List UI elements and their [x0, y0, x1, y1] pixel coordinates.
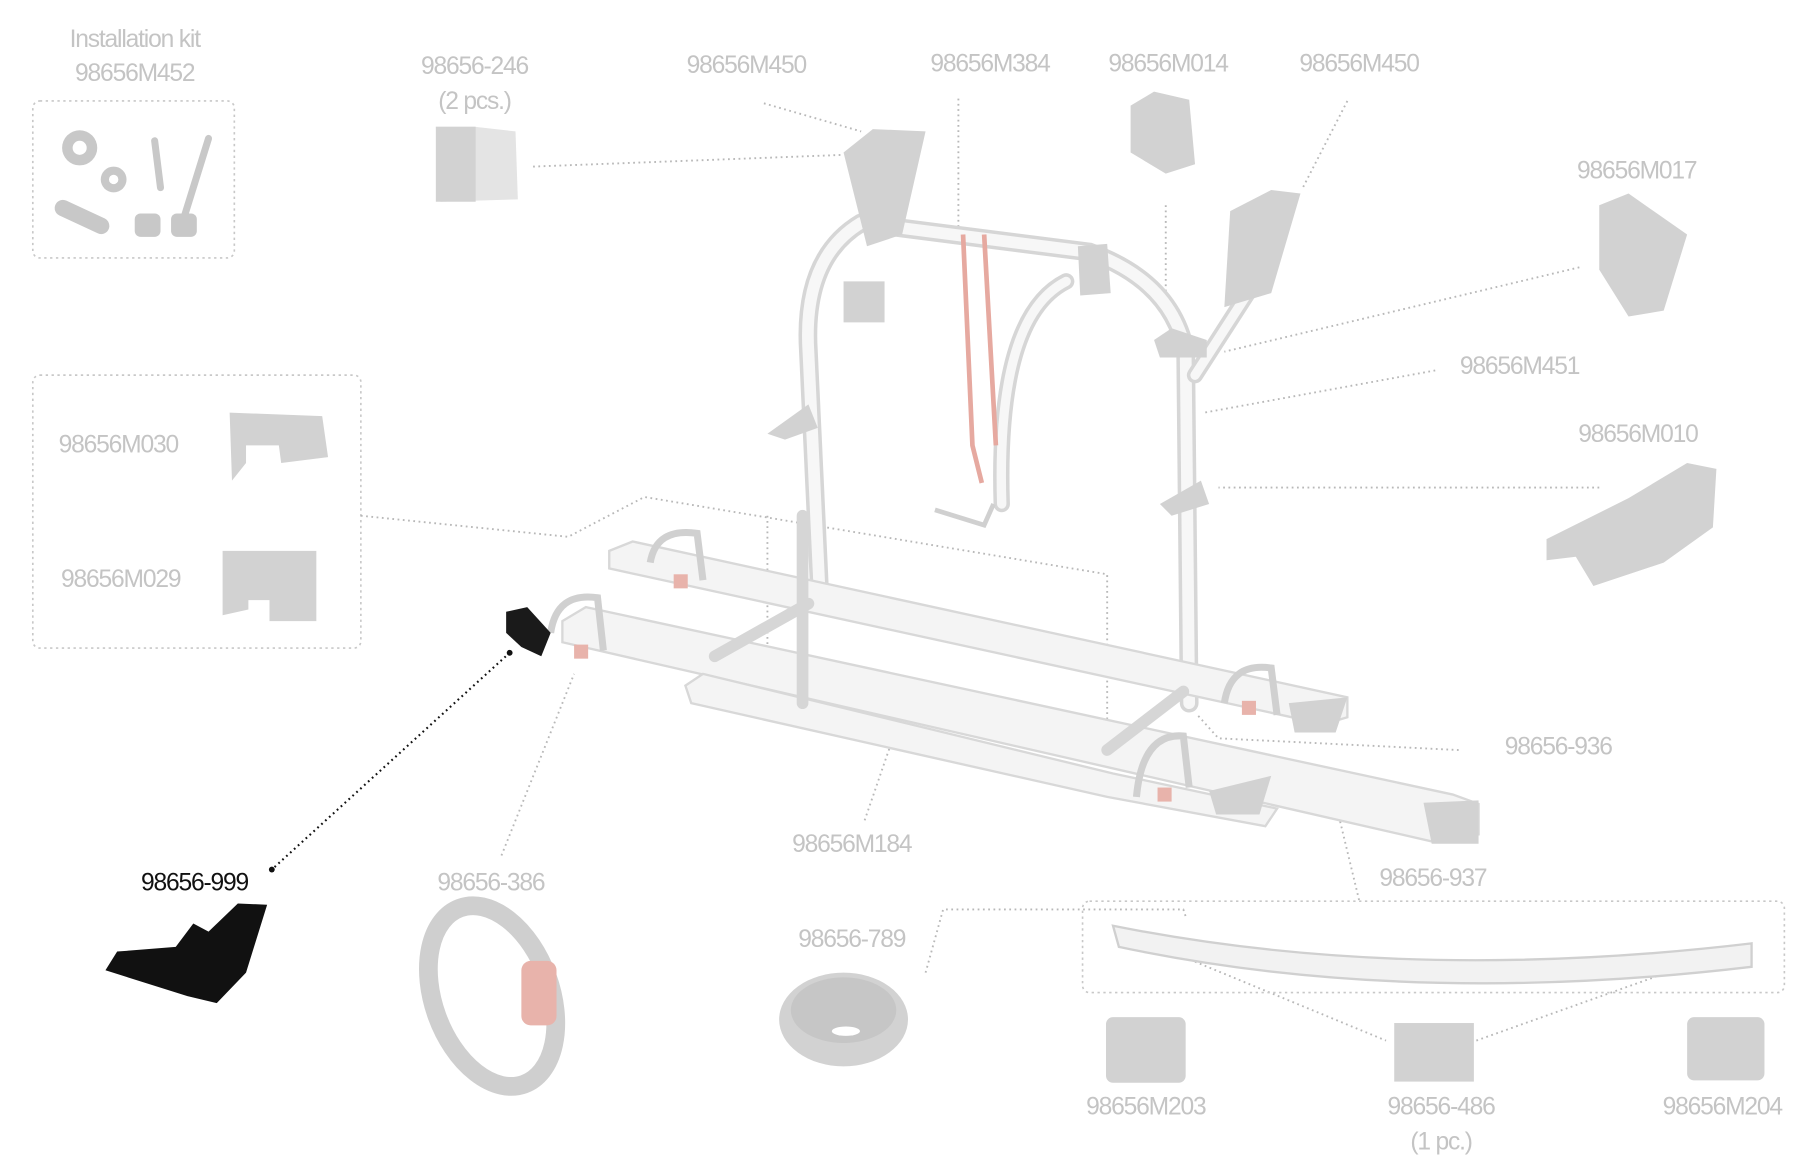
part-98656M030[interactable]: [229, 412, 329, 481]
label-98656M017[interactable]: 98656M017: [1577, 157, 1698, 184]
kit-code-label[interactable]: 98656M452: [75, 60, 196, 87]
part-98656M184: [683, 672, 1279, 828]
part-98656M450-left[interactable]: [843, 129, 926, 247]
label-98656M384[interactable]: 98656M384: [930, 51, 1051, 78]
label-98656-937[interactable]: 98656-937: [1379, 865, 1488, 892]
part-98656M203[interactable]: [1106, 1017, 1186, 1083]
label-98656-936[interactable]: 98656-936: [1505, 734, 1614, 761]
label-98656M010[interactable]: 98656M010: [1578, 421, 1699, 448]
rail-upper: [608, 540, 1349, 726]
label-98656M014[interactable]: 98656M014: [1108, 51, 1229, 78]
kit-title-label: Installation kit: [70, 26, 202, 53]
part-98656M017[interactable]: [1599, 193, 1688, 317]
part-98656-999-installed: [506, 607, 551, 657]
part-98656M384-strap[interactable]: [960, 234, 999, 484]
label-98656-999[interactable]: 98656-999: [141, 870, 250, 897]
installation-kit[interactable]: Installation kit 98656M452: [31, 26, 236, 259]
part-98656M029[interactable]: [222, 550, 317, 622]
label-98656-246[interactable]: 98656-246: [421, 53, 530, 80]
part-98656-937[interactable]: [1111, 924, 1753, 985]
label-98656M450-left[interactable]: 98656M450: [687, 52, 808, 79]
label-98656M451[interactable]: 98656M451: [1460, 353, 1581, 380]
part-98656-486[interactable]: [1394, 1023, 1474, 1082]
wheel-holders: [547, 528, 1281, 798]
part-98656-386[interactable]: [405, 888, 579, 1104]
label-98656-486-qty: (1 pc.): [1410, 1129, 1472, 1156]
arms: [767, 91, 1717, 844]
chain-link-icon: [54, 199, 197, 237]
gear-icon: [62, 130, 127, 193]
part-98656-999[interactable]: [105, 903, 268, 1004]
screw-icon: [151, 134, 213, 229]
label-98656-246-qty: (2 pcs.): [438, 88, 511, 115]
label-98656M204[interactable]: 98656M204: [1663, 1093, 1784, 1120]
clamp-group: 98656M030 98656M029: [31, 374, 362, 649]
label-98656M029[interactable]: 98656M029: [61, 566, 182, 593]
label-98656-386[interactable]: 98656-386: [437, 870, 546, 897]
label-98656-486[interactable]: 98656-486: [1388, 1093, 1497, 1120]
label-98656-789[interactable]: 98656-789: [798, 926, 907, 953]
part-98656-789[interactable]: [779, 972, 908, 1067]
part-labels: 98656-246 (2 pcs.) 98656M450 98656M384 9…: [141, 51, 1784, 1156]
highlight-leader: [271, 652, 511, 871]
part-98656M010[interactable]: [1546, 462, 1717, 587]
rack-frame: [798, 213, 1256, 713]
label-98656M450-right[interactable]: 98656M450: [1299, 51, 1420, 78]
label-98656M184[interactable]: 98656M184: [792, 831, 913, 858]
part-98656M204[interactable]: [1687, 1017, 1765, 1081]
part-98656M014[interactable]: [1130, 91, 1196, 174]
label-98656M203[interactable]: 98656M203: [1086, 1093, 1207, 1120]
red-buckles: [574, 574, 1256, 802]
label-98656M030[interactable]: 98656M030: [59, 431, 180, 458]
part-98656M450-right[interactable]: [1224, 190, 1301, 308]
part-98656-937-box: [1081, 900, 1786, 994]
bike-rack-assembly: [547, 91, 1717, 844]
kit-box: [31, 100, 236, 259]
